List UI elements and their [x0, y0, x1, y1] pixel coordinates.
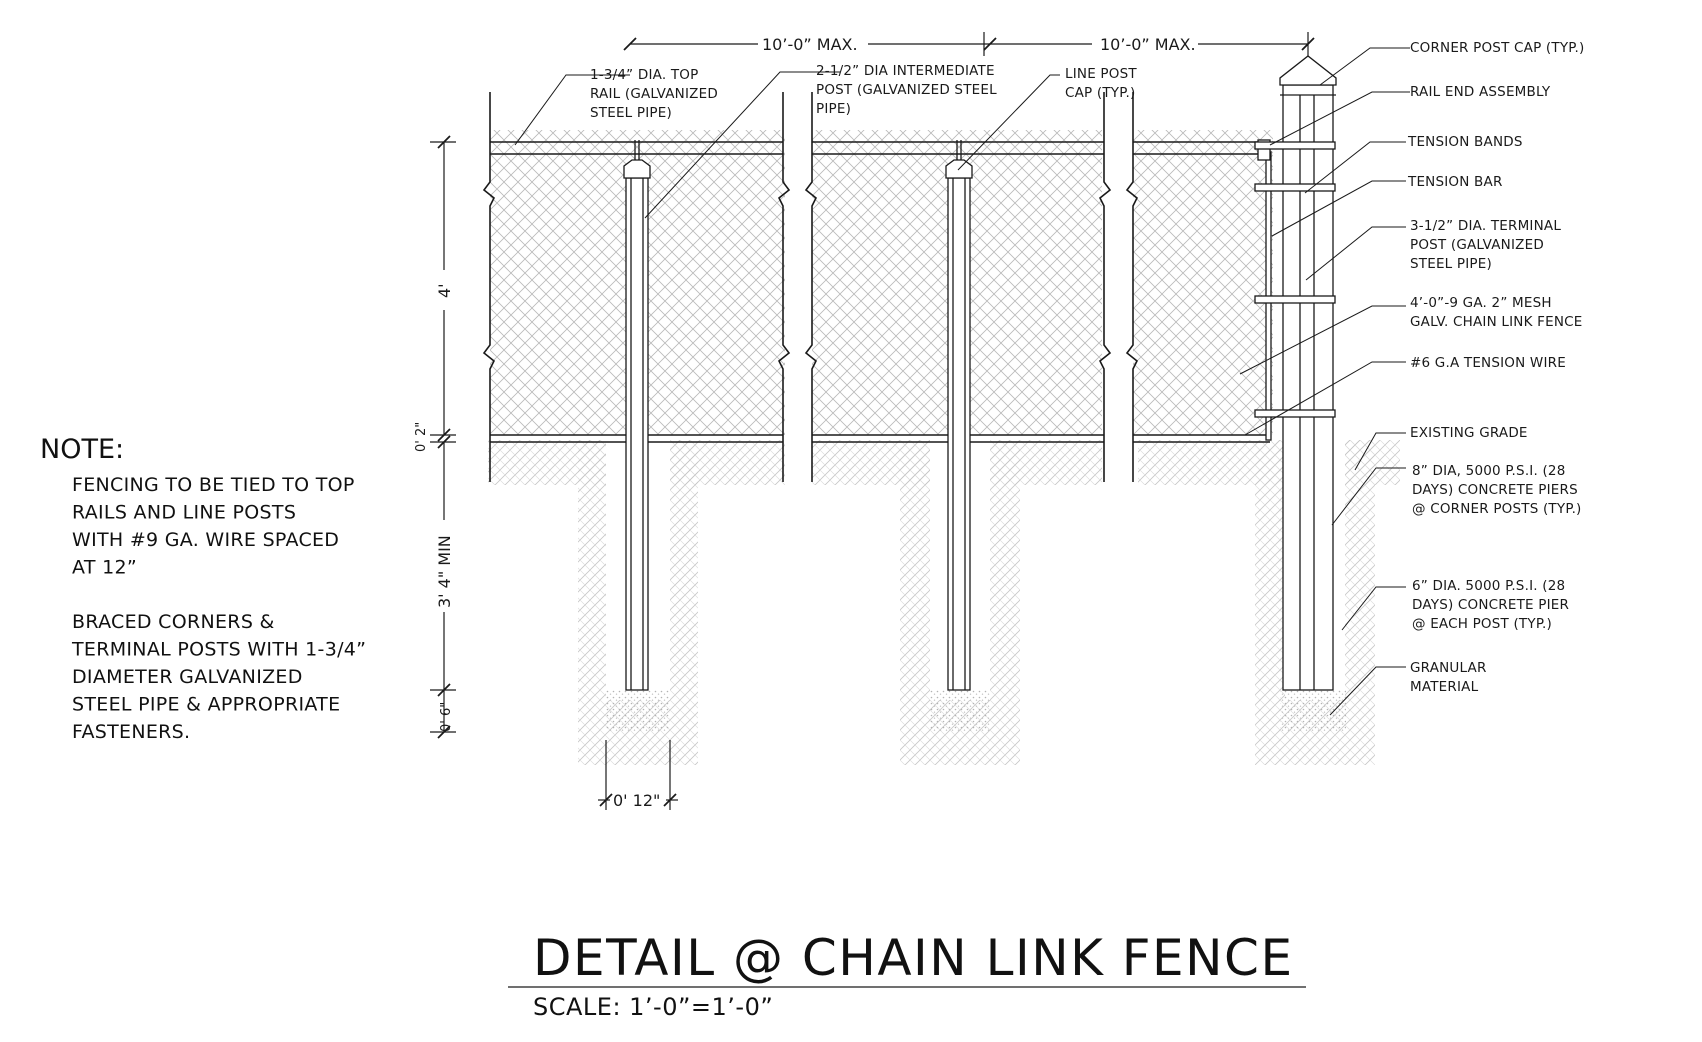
callout-corner-post-cap: CORNER POST CAP (TYP.) [1410, 40, 1584, 56]
chain-link-mesh [490, 130, 1273, 435]
callout-tension-bar: TENSION BAR [1407, 174, 1503, 190]
dim-span-2: 10’-0” MAX. [1100, 35, 1196, 54]
intermediate-post-2 [945, 140, 973, 691]
dim-gravel-depth: 0' 6" [439, 702, 454, 732]
dim-fence-height: 4' [435, 283, 454, 298]
callout-rail-end-assembly: RAIL END ASSEMBLY [1410, 84, 1551, 100]
drawing-title: DETAIL @ CHAIN LINK FENCE [533, 929, 1294, 987]
intermediate-post-1 [623, 140, 651, 691]
drawing-scale: SCALE: 1’-0”=1’-0” [533, 993, 773, 1021]
callout-tension-bands: TENSION BANDS [1407, 134, 1523, 150]
terminal-post [1254, 55, 1337, 691]
break-lines [482, 92, 1139, 482]
callout-existing-grade: EXISTING GRADE [1410, 425, 1528, 441]
note-paragraph-2: BRACED CORNERS &TERMINAL POSTS WITH 1-3/… [71, 611, 366, 743]
leader-lines [514, 47, 1410, 716]
dim-span-1: 10’-0” MAX. [762, 35, 858, 54]
callout-tension-wire: #6 G.A TENSION WIRE [1410, 355, 1566, 371]
top-rail [490, 141, 1262, 155]
dimension-lines [430, 32, 1315, 810]
svg-text:BRACED CORNERS &TERMINAL POSTS: BRACED CORNERS &TERMINAL POSTS WITH 1-3/… [71, 611, 366, 743]
dim-embed-depth: 3' 4" MIN [435, 535, 454, 608]
note-heading: NOTE: [40, 434, 124, 465]
dim-pier-width: 0' 12" [613, 791, 660, 810]
dim-gap-above-grade: 0' 2" [414, 422, 429, 452]
